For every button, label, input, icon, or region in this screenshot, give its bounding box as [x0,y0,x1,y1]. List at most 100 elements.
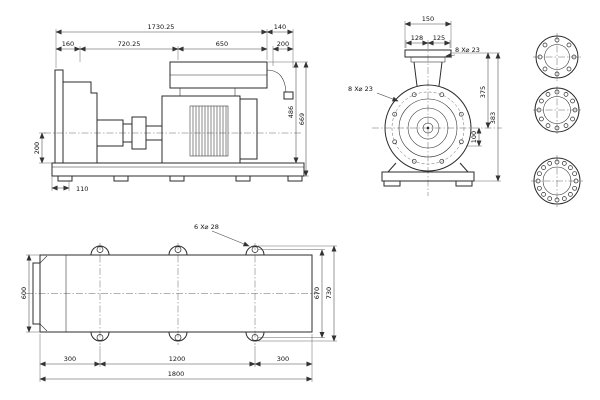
volute-casing [384,84,472,172]
dim-side-centerline-to-base: 200 [33,142,41,154]
dim-end-bolt-span-left: 128 [411,34,423,42]
bolt-hole [545,123,551,128]
bolt-hole [563,92,569,97]
flange-detail-medium [534,87,580,133]
callout-casing-bolts: 8 X⌀ 23 [348,85,373,93]
bolt-hole [561,161,567,166]
suction-flange [54,69,64,164]
bolt-hole [568,192,573,197]
flange-bore [542,166,572,196]
casing-bolt-circle [391,91,465,165]
bolt-hole [547,196,553,201]
motor-fins [192,106,227,156]
bolt-hole [570,98,575,104]
pump-casing [62,81,98,164]
dim-end-depth-below-centerline: 100 [470,131,478,143]
bolt-hole [539,116,544,122]
extension-lines [26,245,337,382]
anchor-hole [174,334,182,341]
motor-fin-block [189,105,229,157]
flange-details [531,33,583,207]
dim-side-seg-pump: 720.25 [118,40,141,48]
conduit-box [283,91,294,100]
shaft-hub [416,116,440,140]
foundation-pads [57,175,303,182]
bolt-hole [439,92,445,98]
baseplate-plan-view: 6 X⌀ 28 600 670 730 300 1200 300 1800 [20,223,337,382]
base-pads [383,180,473,187]
bolt-hole [392,139,398,145]
dim-side-height-overall: 669 [298,113,306,125]
flange-outer [535,35,579,79]
dim-side-seg-left: 160 [62,40,74,48]
fan-cover [239,98,258,160]
dim-side-top-right-height: 200 [277,40,289,48]
bolt-hole [563,123,569,128]
bolt-hole [545,92,551,97]
bolt-hole [537,185,542,191]
callout-anchor-holes: 6 X⌀ 28 [194,223,219,231]
flange-outer [533,157,581,205]
leader-line [445,52,456,58]
flange-detail-large [533,157,581,205]
flange-outer [534,87,580,133]
discharge-flange-neck [410,56,446,63]
dim-plan-pitch-center: 1200 [169,355,186,363]
side-elevation-view: 1730.25 160 720.25 650 140 200 486 669 2… [33,23,309,193]
end-view-centerlines [372,42,502,196]
bolt-hole [561,196,567,201]
dim-plan-pitch-left: 300 [64,355,76,363]
end-elevation-view: 150 128 125 8 X⌀ 23 8 X⌀ 23 375 383 100 [348,15,502,196]
dim-end-height-to-centerline: 375 [479,86,487,98]
callout-flange-bolts: 8 X⌀ 23 [455,46,480,54]
conduit [266,69,287,93]
extension-lines [39,29,309,191]
discharge-pipe [413,61,443,87]
bolt-hole [570,116,575,122]
leader-line [376,92,399,102]
anchor-hole [96,246,104,253]
bolt-hole [547,161,553,166]
bolt-hole [542,66,548,72]
dim-plan-lug-overall: 730 [325,287,333,299]
bolt-hole [458,139,464,145]
flange-bore [543,96,571,124]
dim-end-height-overall: 383 [489,112,497,124]
dim-plan-plate-length: 1800 [168,370,185,378]
dim-side-height-upper: 486 [287,106,295,118]
leader-line [211,230,250,247]
suction-flange-plan [32,262,41,325]
casing-cover [398,98,458,158]
shaft-end [422,122,434,134]
mounting-lugs [90,245,265,342]
dim-end-bolt-span-right: 125 [433,34,445,42]
bolt-hole [541,192,546,197]
flange-centerlines [531,33,583,207]
dim-side-top-right-width: 140 [274,23,286,31]
bolt-hole [572,171,577,177]
flange-bore [544,44,570,70]
bolt-hole [539,98,544,104]
dim-plan-pitch-right: 300 [277,355,289,363]
baseplate [51,162,305,177]
anchor-hole [174,246,182,253]
bolt-hole [568,165,573,170]
flange-detail-small [535,35,579,79]
dim-side-total-length: 1730.25 [148,23,175,31]
dim-end-flange-width: 150 [422,15,434,23]
bolt-hole [566,66,572,72]
pump-base [381,171,475,182]
support-legs [387,162,469,173]
dim-plan-lug-hole-span: 670 [313,287,321,299]
bolt-hole [537,171,542,177]
seal-housing [407,107,449,149]
bolt-hole [542,42,548,48]
anchor-hole [96,334,104,341]
extension-lines [404,21,501,182]
dim-side-seg-motor: 650 [216,40,228,48]
bolt-hole [572,185,577,191]
dim-plan-plate-width: 600 [20,287,28,299]
plan-interior-lines [39,255,67,332]
